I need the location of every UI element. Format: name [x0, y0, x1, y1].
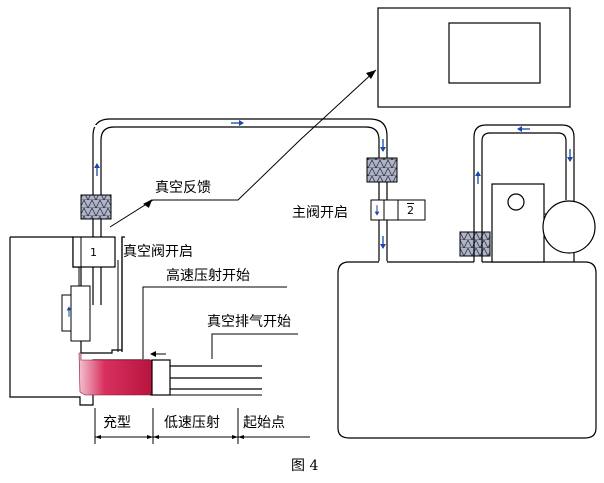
- valve1-number: 1: [90, 246, 97, 259]
- filter-icon: [80, 194, 112, 220]
- feedback-signal-line: [109, 69, 377, 228]
- controller-monitor: [377, 7, 571, 108]
- arrow-icon: [516, 125, 531, 133]
- arrow-icon: [379, 138, 387, 153]
- filter-icon: [459, 231, 491, 257]
- timeline: [94, 408, 310, 444]
- arrow-icon: [566, 148, 574, 163]
- valve2-number: 2: [407, 204, 414, 217]
- arrow-icon: [93, 162, 101, 177]
- vacuum-feedback-label: 真空反馈: [155, 180, 211, 196]
- vacuum-valve-open-label: 真空阀开启: [123, 244, 193, 260]
- stage-fill-label: 充型: [103, 415, 131, 431]
- high-speed-start-label: 高速压射开始: [166, 268, 250, 284]
- vacuum-valve: [72, 236, 116, 268]
- stage-low-speed-label: 低速压射: [164, 415, 220, 431]
- vacuum-tank: [337, 261, 597, 439]
- figure-caption: 图 4: [291, 458, 319, 474]
- vacuum-pump: [491, 183, 596, 263]
- arrow-icon: [474, 170, 482, 185]
- arrow-icon: [230, 119, 245, 127]
- die-block: [9, 236, 150, 406]
- pump-loop-pipe: [473, 124, 575, 262]
- arrow-icon: [379, 235, 387, 250]
- main-valve: [370, 199, 426, 221]
- timing-markers: [117, 260, 298, 359]
- vacuum-pipe: [92, 118, 388, 305]
- filter-icon: [366, 157, 398, 183]
- stage-start-point-label: 起始点: [243, 415, 285, 431]
- casting-shot: [78, 352, 262, 396]
- main-valve-open-label: 主阀开启: [292, 205, 348, 221]
- vacuum-exhaust-start-label: 真空排气开始: [207, 314, 291, 330]
